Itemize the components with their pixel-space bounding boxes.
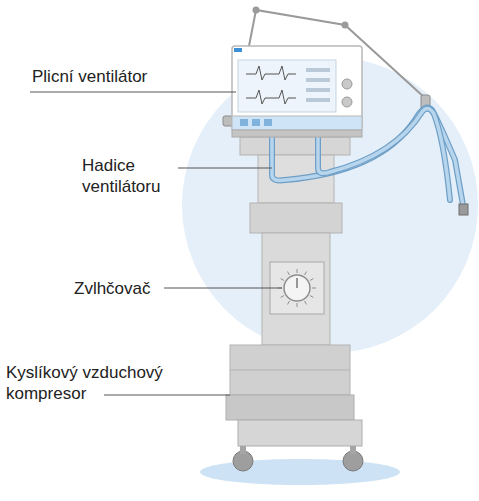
dial-tick [297,303,298,307]
readout-bar [306,98,330,102]
readout-bar [306,78,330,82]
floor-shadow [200,459,400,485]
leader-lines [30,92,282,395]
dial-ticks [278,269,316,307]
waveform [246,66,296,80]
compressor-base [226,395,354,420]
part-label: Plicní ventilátor [32,66,232,87]
arm-joint [253,7,260,14]
dial-tick [281,296,284,298]
wheel-fork [350,446,356,454]
column-collar [250,203,342,233]
compressor [230,345,350,395]
readout-bar [306,88,330,92]
monitor-footer [232,116,362,130]
dial-tick [310,279,313,281]
dial-tick [312,288,316,289]
footer-button [252,119,260,126]
monitor-housing [232,46,362,130]
monitor-shelf [232,130,362,137]
column-body [262,233,330,345]
monitor-stand [240,137,350,155]
leader-line [104,395,230,396]
dial-tick [305,301,307,304]
support-arm [235,10,425,118]
arm-joint [342,22,349,29]
dial-tick [288,272,290,275]
wheel-fork [240,446,246,454]
part-label: Zvlhčovač [74,278,174,299]
humidifier-dial [284,275,310,301]
part-label: Kyslíkový vzduchový kompresor [6,362,206,404]
dial-tick [288,301,290,304]
monitor-indicator [234,48,242,52]
dial-tick [305,272,307,275]
compressor-seam [230,370,350,371]
footer-button [264,119,272,126]
readout-bars [306,68,330,102]
part-label: Hadice ventilátoru [82,155,174,197]
cart-base [238,420,362,446]
footer-button [240,119,248,126]
hose-connector [459,204,468,215]
control-knob [342,79,352,89]
dial-tick [281,279,284,281]
leader-line [178,168,272,169]
waveform [246,90,296,104]
readout-bar [306,68,330,72]
leader-line [30,92,236,93]
dial-tick [297,269,298,273]
backdrop-circle [182,57,478,353]
dial-pointer [296,278,298,288]
control-knob [342,97,352,107]
leader-line [164,288,282,289]
dial-tick [310,296,313,298]
monitor-screen [238,60,336,112]
